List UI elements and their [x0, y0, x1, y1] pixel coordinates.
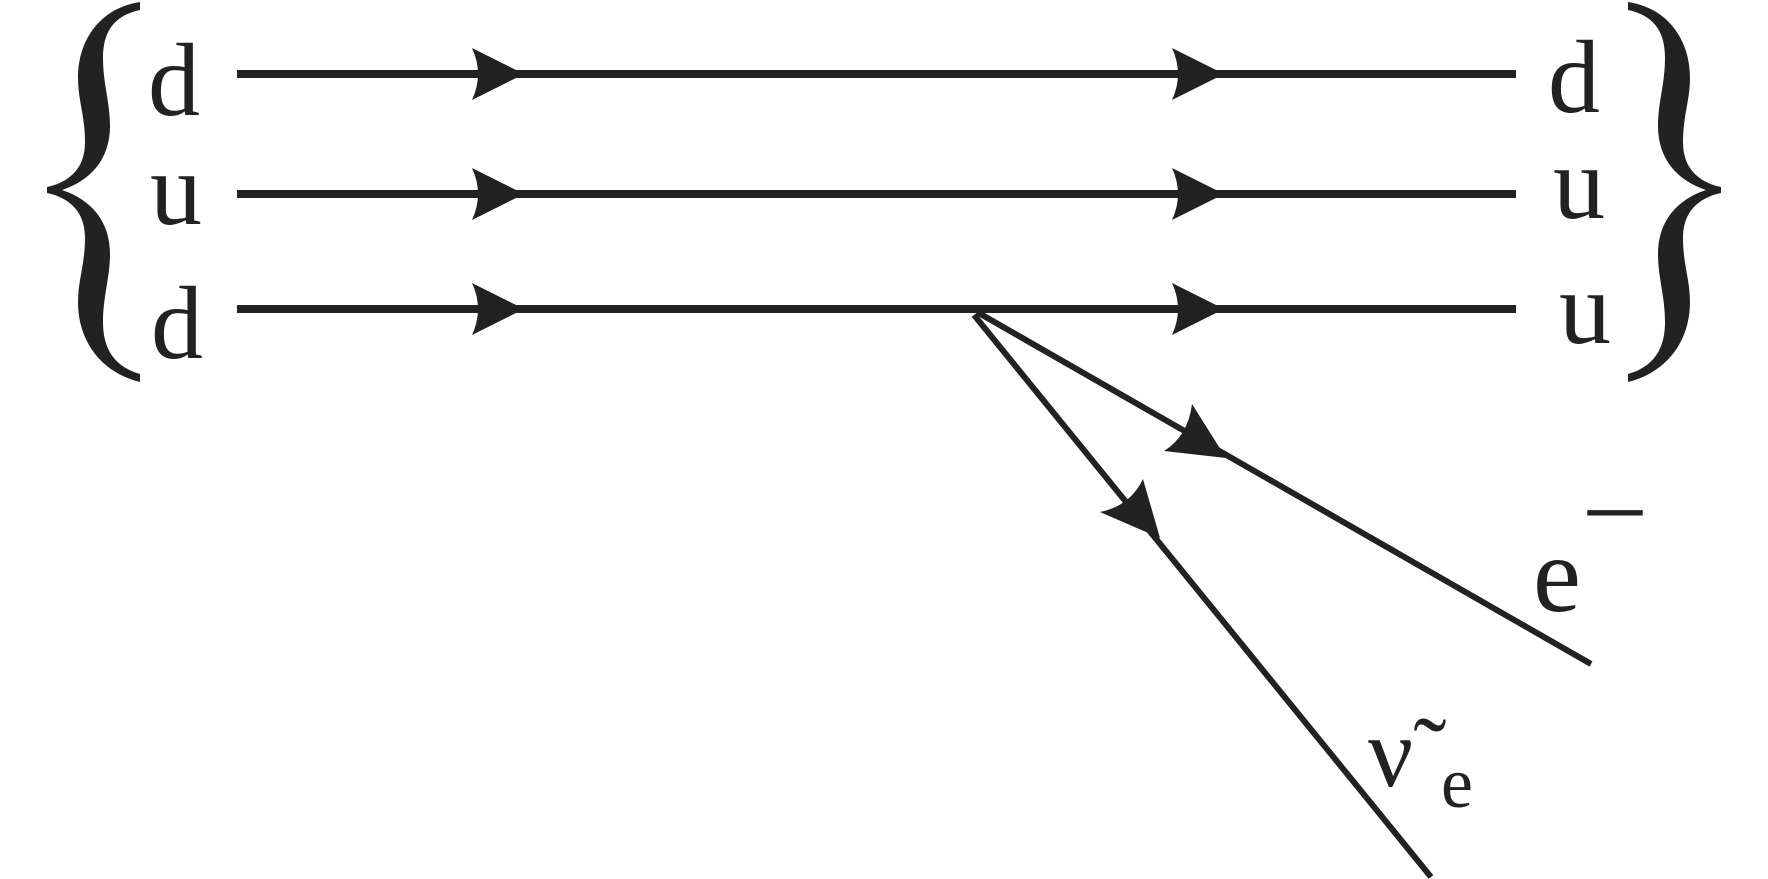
arrow-icon	[472, 48, 524, 100]
antineutrino-symbol: ν̃	[1368, 697, 1446, 808]
arrow-icon	[472, 283, 524, 335]
lepton-arrows	[1100, 404, 1226, 538]
antineutrino-line	[971, 313, 1434, 879]
final-quark-label-1: d	[1548, 20, 1600, 135]
initial-quark-label-3: d	[151, 266, 203, 381]
lepton-lines	[971, 309, 1593, 879]
arrow-icon	[1164, 404, 1226, 458]
final-quark-label-2: u	[1553, 126, 1605, 241]
arrow-icon	[1172, 283, 1224, 335]
arrow-icon	[472, 168, 524, 220]
initial-quark-label-1: d	[148, 23, 200, 138]
right-curly-brace	[1628, 2, 1721, 382]
electron-line	[975, 309, 1593, 667]
electron-superscript: –	[1587, 443, 1643, 562]
antineutrino-subscript: e	[1441, 743, 1473, 823]
arrow-icon	[1172, 168, 1224, 220]
arrow-icon	[1100, 479, 1160, 538]
quark-lines	[237, 70, 1516, 313]
electron-symbol: e	[1533, 516, 1581, 635]
final-quark-label-3: u	[1559, 251, 1611, 366]
arrow-icon	[1172, 48, 1224, 100]
initial-quark-label-2: u	[150, 132, 202, 247]
left-curly-brace	[47, 2, 140, 382]
quark-arrows	[472, 48, 1224, 335]
